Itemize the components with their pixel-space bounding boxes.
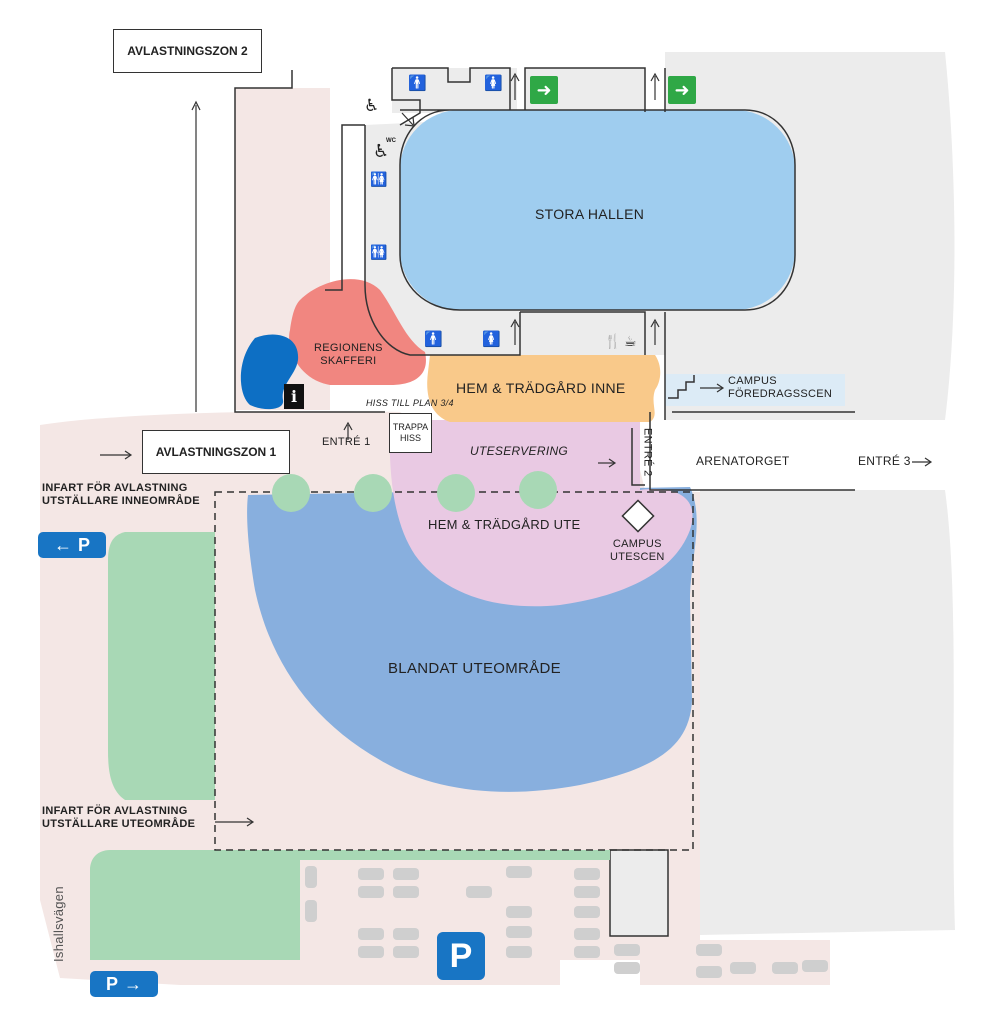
toilet-icon: 🚻: [370, 171, 388, 187]
avlastningszon-2-label: AVLASTNINGSZON 2: [113, 29, 262, 73]
stairs-icon: [668, 375, 695, 399]
infart-inne-label: INFART FÖR AVLASTNING UTSTÄLLARE INNEOMR…: [42, 482, 200, 507]
cafe-icon: ☕: [624, 333, 637, 349]
tree: [272, 474, 310, 512]
toilet-icon: 🚹: [424, 331, 443, 348]
campus-foredragsscen-area: [665, 374, 845, 406]
campus-utescen-marker: [621, 499, 655, 533]
infart-ute-label: INFART FÖR AVLASTNING UTSTÄLLARE UTEOMRÅ…: [42, 805, 196, 830]
outdoor-area-border: [214, 491, 694, 851]
toilet-icon: 🚹: [408, 75, 427, 92]
tree: [519, 471, 557, 509]
regionens-skafferi-label: REGIONENS SKAFFERI: [314, 342, 383, 367]
tree: [354, 474, 392, 512]
arrow-left-icon: ←: [53, 534, 72, 555]
trappa-hiss-label: TRAPPA HISS: [389, 413, 432, 453]
arenatorget-label: ARENATORGET: [696, 454, 790, 468]
hem-tradgard-inne-label: HEM & TRÄDGÅRD INNE: [456, 380, 626, 396]
arrow-right-icon: →: [124, 973, 142, 994]
hem-tradgard-ute-label: HEM & TRÄDGÅRD UTE: [428, 517, 581, 532]
ishallsvagen-label: Ishallsvägen: [51, 886, 66, 962]
parking-icon: P: [105, 973, 118, 994]
info-blob: [240, 334, 299, 410]
green-area-southwest: [90, 850, 610, 960]
wc-label: WC: [386, 138, 396, 144]
stora-hallen-area: [400, 110, 795, 310]
parking-icon: P: [449, 936, 473, 975]
campus-utescen-label: CAMPUS UTESCEN: [610, 538, 665, 563]
parking-icon: P: [77, 534, 90, 555]
uteservering-label: UTESERVERING: [470, 444, 569, 458]
hem-tradgard-inne-area: [427, 355, 661, 422]
toilet-icon: 🚺: [482, 331, 501, 348]
hall-service-top-left: [392, 68, 517, 113]
entre-2-label: ENTRÉ 2: [641, 428, 654, 477]
blandat-uteomrade-label: BLANDAT UTEOMRÅDE: [388, 660, 561, 677]
arena-building-right: [700, 490, 955, 935]
parking-sign-southwest: P→: [90, 971, 158, 997]
regionens-skafferi-area: [289, 279, 426, 385]
tree: [437, 474, 475, 512]
entre-3-label: ENTRÉ 3: [858, 454, 911, 468]
entre-1-label: ENTRÉ 1: [322, 436, 371, 448]
emergency-exit-icon: ➜: [530, 76, 558, 104]
toilet-icon: 🚺: [484, 75, 503, 92]
avlastningszon-1-label: AVLASTNINGSZON 1: [142, 430, 290, 474]
info-icon: i: [284, 384, 304, 409]
stora-hallen-label: STORA HALLEN: [535, 206, 645, 222]
green-area-west: [108, 532, 215, 800]
emergency-exit-icon: ➜: [668, 76, 696, 104]
arena-service-block: [609, 849, 669, 937]
restaurant-icon: 🍴: [604, 333, 622, 349]
parking-sign-main: P: [437, 932, 485, 980]
hiss-till-plan-label: HISS TILL PLAN 3/4: [366, 398, 454, 408]
parking-sign-west: ←P: [38, 532, 106, 558]
wheelchair-icon: ♿: [373, 141, 390, 161]
wheelchair-icon: ♿: [364, 96, 380, 115]
campus-foredragsscen-label: CAMPUS FÖREDRAGSSCEN: [728, 375, 833, 400]
hem-tradgard-ute-area: [389, 420, 693, 607]
toilet-icon: 🚻: [370, 244, 388, 260]
